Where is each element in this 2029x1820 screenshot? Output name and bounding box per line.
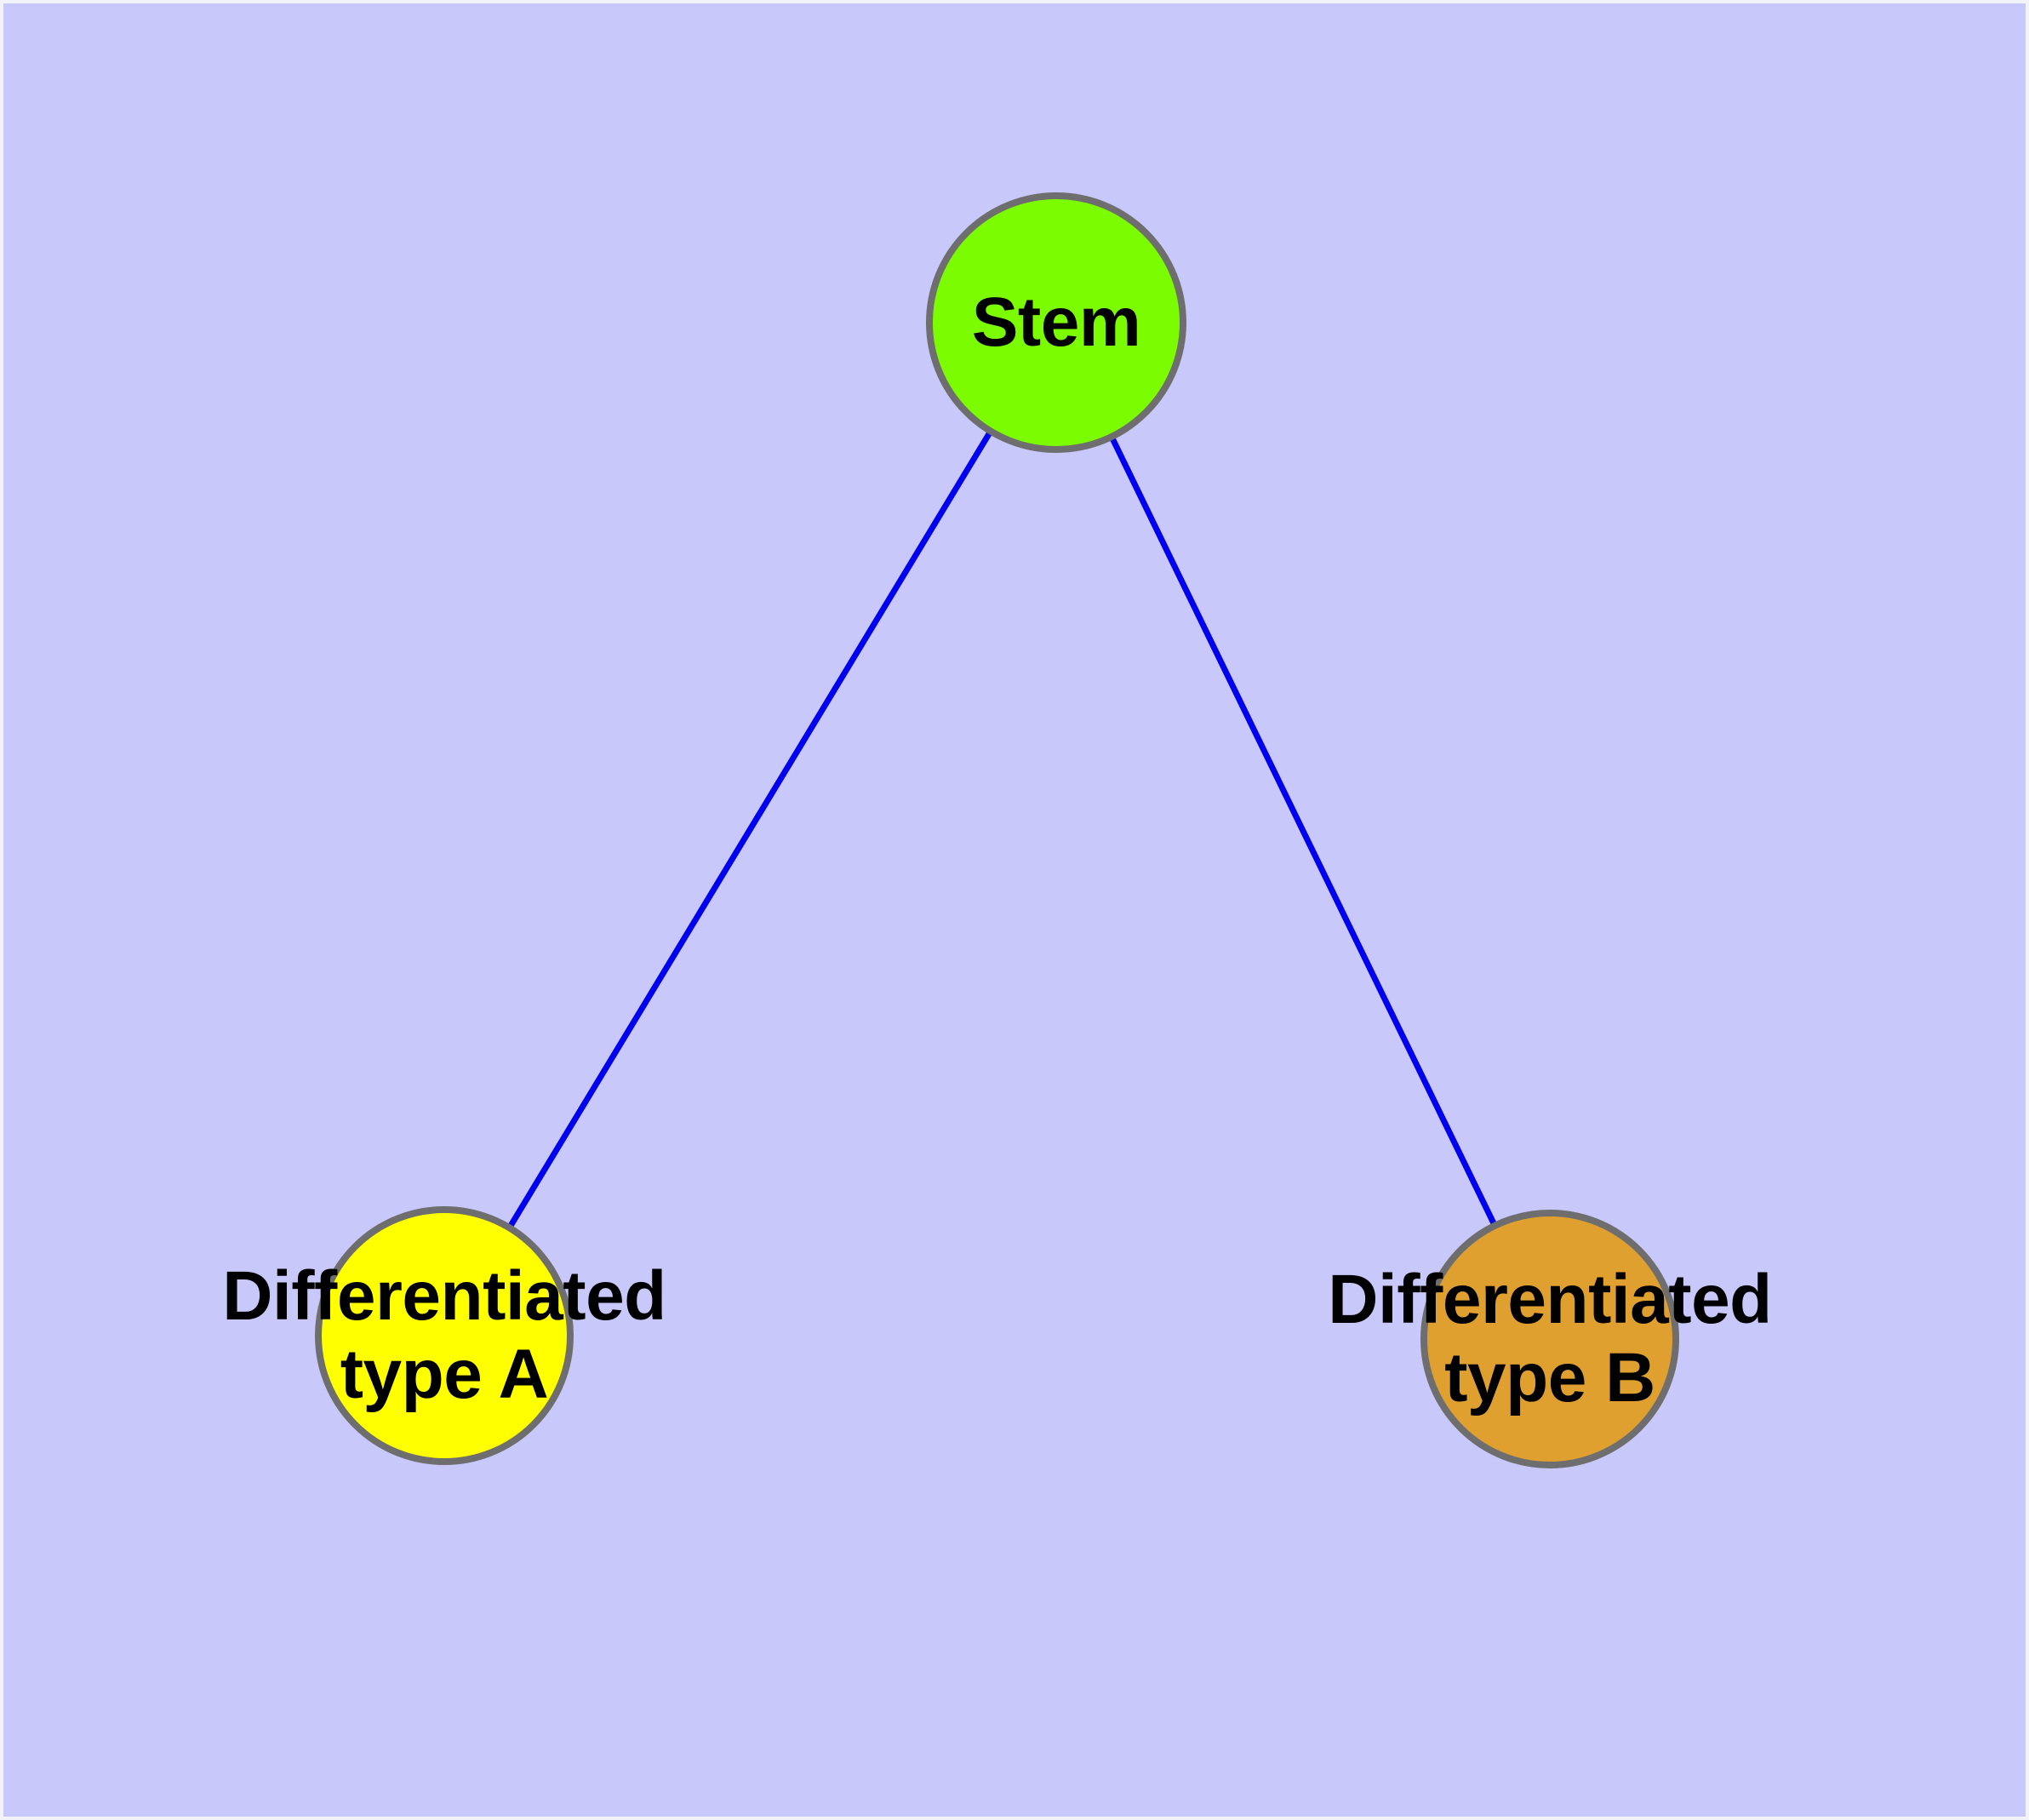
graph-edge-stem-to-diff-a (442, 321, 1059, 1337)
node-layer (315, 192, 1679, 1468)
graph-node-stem[interactable] (926, 192, 1186, 453)
graph-edge-stem-to-diff-b (1053, 321, 1553, 1341)
edge-layer (442, 321, 1553, 1341)
graph-node-diff_a[interactable] (315, 1206, 574, 1465)
graph-node-diff_b[interactable] (1420, 1210, 1679, 1468)
graph-svg (315, 192, 1679, 1468)
